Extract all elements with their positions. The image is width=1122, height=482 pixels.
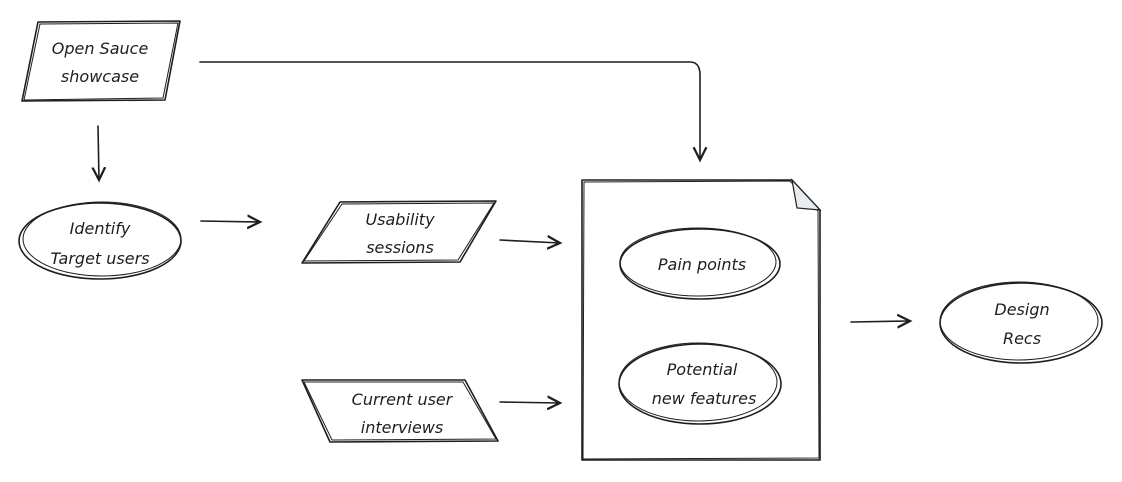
design-recs-line1: Design (994, 300, 1049, 319)
arrow-open-sauce-to-doc (199, 61, 700, 160)
arrow-open-sauce-to-identify (98, 125, 99, 180)
open-sauce-line2: showcase (61, 67, 139, 86)
arrow-doc-to-design-recs (850, 321, 910, 322)
arrow-identify-to-usability (200, 221, 260, 222)
open-sauce-node[interactable]: Open Sauce showcase (21, 20, 181, 102)
page-fold-icon (791, 178, 822, 211)
usability-node[interactable]: Usability sessions (301, 200, 497, 264)
usability-line1: Usability (365, 210, 435, 229)
identify-line1: Identify (70, 219, 131, 238)
potential-line2: new features (652, 389, 757, 408)
identify-line2: Target users (50, 249, 149, 268)
pain-points-node[interactable]: Pain points (619, 227, 781, 300)
identify-node[interactable]: Identify Target users (18, 201, 182, 280)
potential-line1: Potential (667, 360, 738, 379)
pain-points-label: Pain points (658, 255, 746, 274)
usability-line2: sessions (366, 238, 434, 257)
arrow-interviews-to-doc (499, 402, 560, 403)
arrow-usability-to-doc (499, 240, 560, 243)
design-recs-node[interactable]: Design Recs (939, 281, 1103, 364)
design-recs-line2: Recs (1003, 329, 1041, 348)
open-sauce-line1: Open Sauce (52, 39, 149, 58)
interviews-node[interactable]: Current user interviews (301, 379, 499, 443)
findings-document (581, 178, 822, 461)
interviews-line1: Current user (352, 390, 454, 409)
potential-features-node[interactable]: Potential new features (618, 342, 782, 425)
interviews-line2: interviews (361, 418, 443, 437)
